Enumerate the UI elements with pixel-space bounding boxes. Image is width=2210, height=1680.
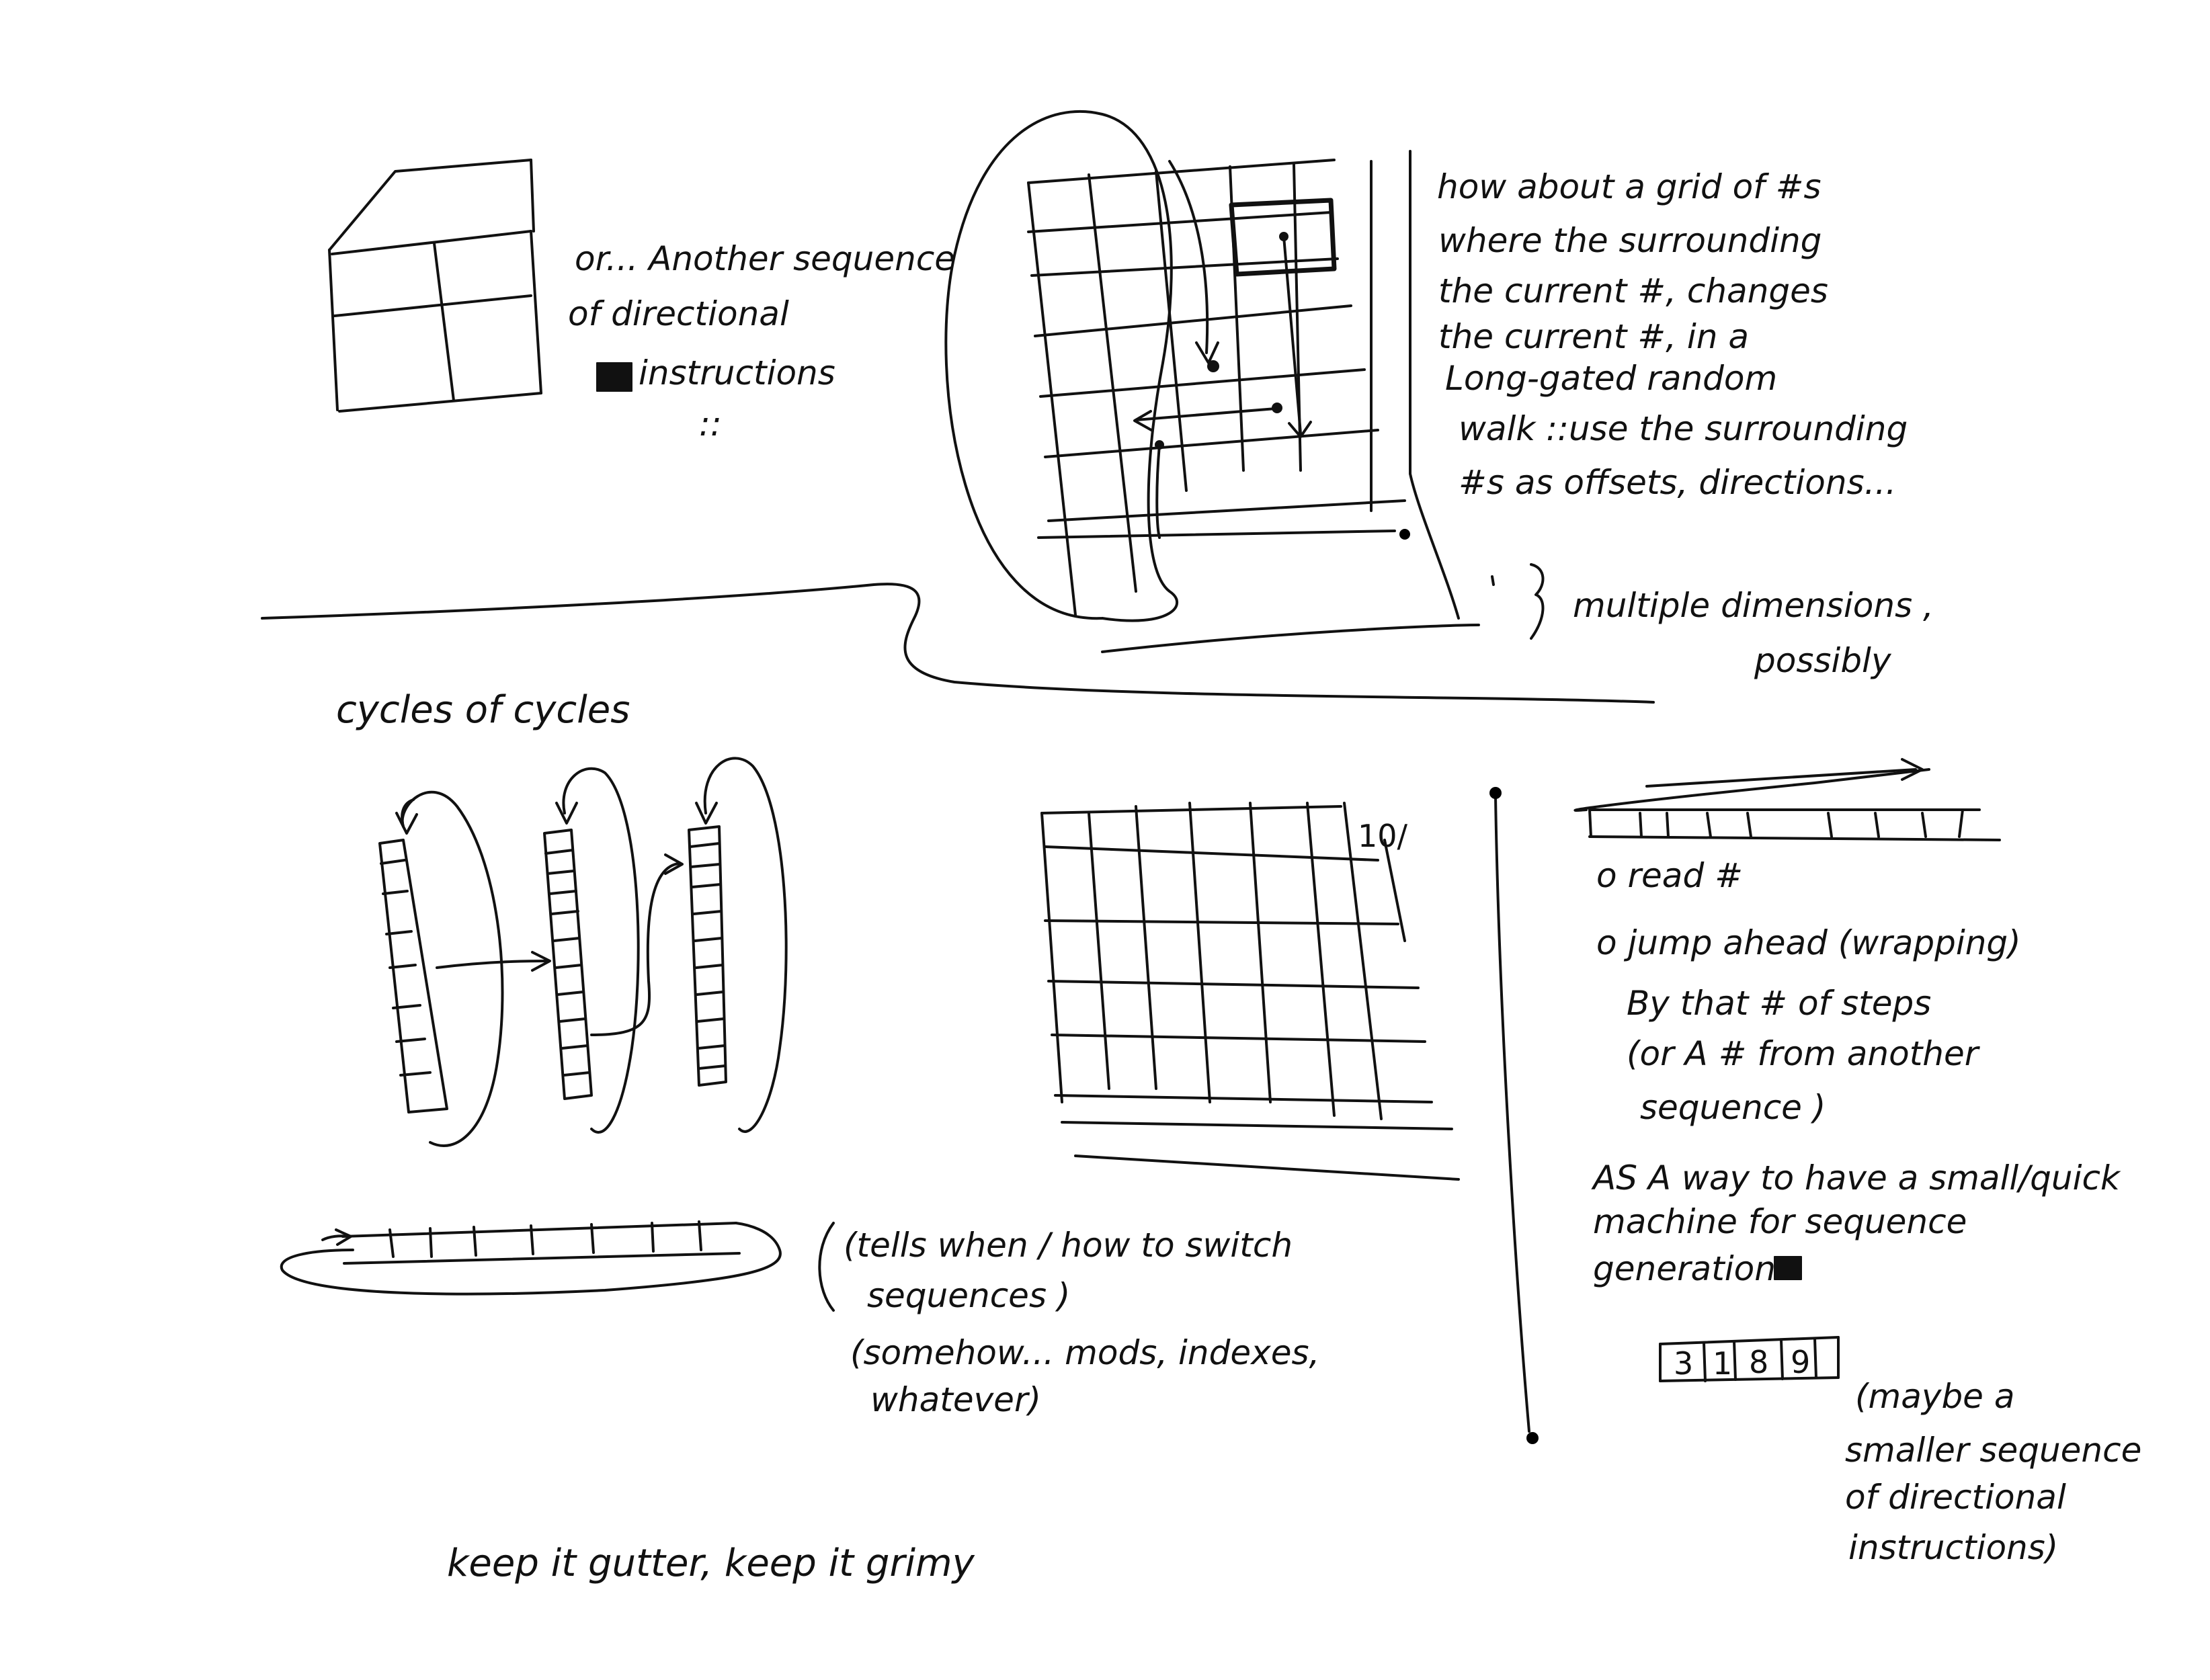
maybe-smaller-line-4: instructions)	[1848, 1528, 2058, 1567]
cycle-column-3	[688, 757, 788, 1133]
or-another-line-3: instructions	[639, 353, 835, 392]
vertical-divider	[1489, 787, 1539, 1444]
tells-when-note: (tells when / how to switch sequences ) …	[818, 1222, 1319, 1419]
read-jump-line-3: By that # of steps	[1627, 984, 1931, 1023]
grid-walk-line-4: the current #, in a	[1438, 317, 1749, 356]
maybe-smaller-note: (maybe a smaller sequence of directional…	[1845, 1377, 2141, 1567]
cycle-arrowhead-2	[664, 853, 684, 875]
grid-walk-note: how about a grid of #s where the surroun…	[1437, 167, 1908, 502]
footer-note: keep it gutter, keep it grimy	[447, 1542, 975, 1585]
random-walk-grid	[944, 110, 1460, 622]
digit-box-3: 8	[1749, 1344, 1768, 1380]
grid-walk-line-1: how about a grid of #s	[1437, 167, 1822, 206]
scribble-mark	[596, 362, 632, 392]
digit-box-4: 9	[1791, 1344, 1810, 1380]
multiple-dimensions-line-1: multiple dimensions ,	[1573, 586, 1934, 625]
scribble-mark-2	[1774, 1256, 1802, 1280]
read-jump-line-5: sequence )	[1640, 1088, 1826, 1127]
section-divider	[261, 583, 1655, 704]
number-grid: 10/	[1040, 802, 1460, 1181]
quad-grid-sketch	[328, 159, 542, 413]
digit-box-1: 3	[1674, 1345, 1693, 1382]
cycle-column-1	[378, 790, 504, 1147]
maybe-smaller-line-2: smaller sequence	[1845, 1431, 2141, 1470]
grid-corner-label: 10/	[1358, 818, 1408, 854]
digit-box-2: 1	[1713, 1345, 1732, 1382]
maybe-smaller-line-1: (maybe a	[1855, 1377, 2014, 1416]
grid-walk-line-6: walk ::use the surrounding	[1459, 409, 1908, 448]
grid-walk-line-3: the current #, changes	[1438, 271, 1828, 310]
multiple-dimensions-note: multiple dimensions , possibly	[1491, 563, 1934, 680]
cycles-title: cycles of cycles	[336, 688, 630, 732]
or-another-line-4: ::	[699, 405, 722, 444]
read-jump-note: o read # o jump ahead (wrapping) By that…	[1596, 856, 2021, 1127]
or-another-line-2: of directional	[568, 294, 789, 333]
cycle-arrow-2	[590, 862, 680, 1036]
grid-walk-line-2: where the surrounding	[1438, 221, 1822, 260]
cycle-arrow-1	[436, 960, 549, 969]
read-jump-line-1: o read #	[1596, 856, 1743, 895]
maybe-smaller-line-3: of directional	[1845, 1478, 2066, 1517]
switch-tape	[280, 1220, 782, 1296]
grid-walk-line-5: Long-gated random	[1445, 359, 1777, 398]
small-machine-line-2: machine for sequence	[1593, 1202, 1967, 1241]
or-another-line-1: or... Another sequence	[575, 239, 955, 278]
read-jump-line-4: (or A # from another	[1627, 1034, 1981, 1073]
digit-tape: 3 1 8 9	[1659, 1336, 1840, 1382]
multiple-dimensions-line-2: possibly	[1754, 641, 1892, 680]
tells-when-line-3: (somehow... mods, indexes,	[850, 1333, 1319, 1372]
small-machine-note: AS A way to have a small/quick machine f…	[1591, 1159, 2121, 1288]
small-machine-line-1: AS A way to have a small/quick	[1591, 1159, 2121, 1198]
grid-walk-line-7: #s as offsets, directions...	[1459, 463, 1896, 502]
cycle-column-2	[543, 767, 640, 1134]
read-jump-line-2: o jump ahead (wrapping)	[1596, 923, 2021, 962]
cycle-arrowhead-1	[531, 951, 551, 972]
read-tape	[1573, 758, 2001, 841]
tells-when-line-4: whatever)	[870, 1380, 1041, 1419]
tells-when-line-1: (tells when / how to switch	[844, 1226, 1293, 1265]
small-machine-line-3: generation	[1593, 1249, 1776, 1288]
or-another-note: or... Another sequence of directional in…	[568, 239, 955, 444]
tells-when-line-2: sequences )	[867, 1276, 1070, 1315]
